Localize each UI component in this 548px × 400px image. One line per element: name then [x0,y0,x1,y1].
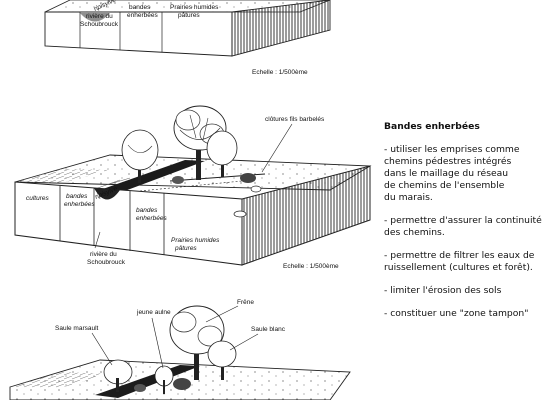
d1-echelle-label: Echelle : 1/500ème [252,69,308,76]
d2-river-channel [100,160,205,192]
d2-clotures-leader [261,123,293,173]
legend-title: Bandes enherbées [384,121,480,132]
legend-item: - limiter l'érosion des sols [384,285,502,296]
d2-tree-right [206,130,238,177]
legend-item: - utiliser les emprises comme chemins pé… [384,144,520,203]
d2-side-face [241,165,371,266]
d3-saule-blanc-label: Saule blanc [251,326,286,333]
d2-river-section [94,188,120,200]
d2-cultures-field [15,169,110,183]
legend-panel: Bandes enherbées - utiliser les emprises… [384,121,544,331]
d2-clotures-label: clôtures fils barbelés [265,116,325,123]
legend-item: - constituer une "zone tampon" [384,308,529,319]
d2-cow-1 [233,210,247,218]
d3-tree-saule-blanc [207,340,237,380]
d3-tree-jeune-aulne [154,365,174,394]
d2-echelle-label: Echelle : 1/500ème [283,263,339,270]
d3-jeune-aulne-label: jeune aulne [136,309,171,316]
d3-tree-frene [169,305,225,380]
d2-tree-small [121,129,159,183]
d3-tree-saule-marsault [103,359,133,392]
legend-item: - permettre de filtrer les eaux de ruiss… [384,250,535,273]
legend-item: - permettre d'assurer la continuité des … [384,215,542,238]
d3-frene-label: Frêne [237,299,254,306]
d2-cow-2 [250,185,262,193]
d2-cultures-label: cultures [26,195,50,202]
d3-saule-marsault-label: Saule marsault [55,325,99,332]
d1-side-face [231,0,331,57]
block-diagram-3: Frêne jeune aulne Saule marsault Saule b… [9,299,351,400]
d2-front-face [14,181,243,266]
d3-river-channel [95,365,200,398]
